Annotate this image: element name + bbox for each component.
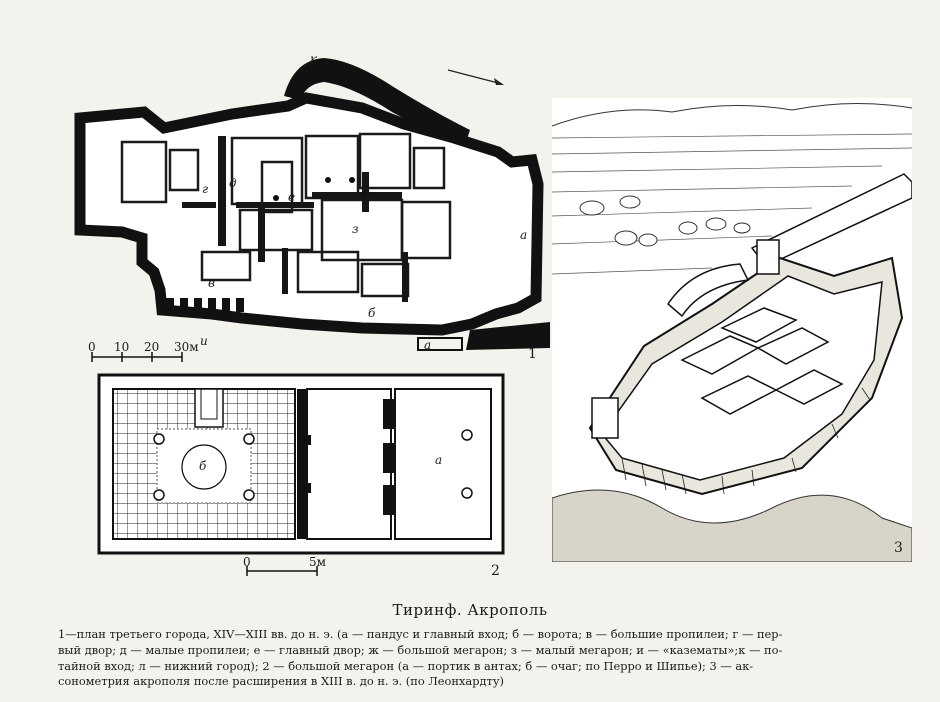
label-b-gate: б: [368, 306, 376, 320]
figure-1-number: 1: [528, 346, 537, 362]
rocky-ground: [552, 489, 912, 562]
north-arrow-head: [494, 78, 504, 85]
ramp-3d: [667, 263, 750, 318]
citadel-plan-drawing: [74, 58, 550, 362]
throne-niche-inner: [200, 388, 218, 420]
megaron-plan-drawing: [97, 373, 505, 576]
label-i-casemates: и: [200, 334, 208, 348]
figure-2-megaron-plan: б а 0 5м 2: [97, 373, 517, 583]
axonometric-drawing: [552, 98, 912, 562]
prodomos-room: [306, 388, 392, 540]
caption-title: Тиринф. Акрополь: [392, 601, 548, 619]
label-g-first-court: г: [202, 182, 209, 196]
hall-east-wall: [297, 389, 307, 539]
scale-tick-20: 20: [144, 340, 160, 354]
label-a-entrance: а: [424, 338, 432, 352]
north-arrow-line: [447, 69, 503, 85]
label-z-small-megaron: з: [352, 222, 359, 236]
scale-tick-10: 10: [114, 340, 130, 354]
citadel-top-platform: [601, 275, 883, 481]
scale-bar-2: [246, 566, 318, 576]
portico-in-antis: [394, 388, 492, 540]
hearth-circle: [181, 444, 227, 490]
scale-tick-30m: 30м: [174, 340, 199, 354]
label-e-main-court: е: [288, 190, 296, 204]
courtyard-columns: [273, 177, 367, 201]
mountain-ridge: [552, 102, 912, 127]
label-b-hearth: б: [199, 459, 207, 473]
caption-line: вый двор; д — малые пропилеи; е — главны…: [58, 642, 783, 657]
caption-line: тайной вход; л — нижний город); 2 — боль…: [58, 658, 754, 673]
wall-hatching: [621, 387, 871, 495]
throne-niche: [194, 388, 224, 428]
figure-3-axonometry: 3: [552, 98, 912, 562]
scale2-tick-0: 0: [243, 555, 251, 569]
caption-line: сонометрия акрополя после расширения в X…: [58, 674, 504, 689]
towers: [591, 239, 780, 439]
scale2-tick-5m: 5м: [309, 555, 326, 569]
portico-column-1: [461, 429, 473, 441]
label-d-small-propylaea: д: [229, 176, 237, 190]
figure-1-plan: г д е з в б а к и а 0 10 20 30м 1: [62, 52, 550, 372]
portico-column-2: [461, 487, 473, 499]
outer-citadel-wall: [74, 92, 544, 336]
caption-body: 1—план третьего города, XIV—XIII вв. до …: [58, 627, 900, 690]
ramp-main-entrance: [417, 337, 463, 351]
label-k-postern: к: [310, 52, 318, 66]
megaron-columns: [153, 433, 255, 501]
label-v-great-propylaea: в: [208, 276, 215, 290]
scale-tick-0: 0: [88, 340, 96, 354]
door-jambs: [297, 399, 395, 515]
trees: [579, 195, 751, 247]
casemate-galleries: [166, 298, 244, 312]
label-a-ramp: а: [520, 228, 528, 242]
figure-2-number: 2: [491, 563, 500, 579]
caption-line: 1—план третьего города, XIV—XIII вв. до …: [58, 627, 783, 641]
label-a-portico: а: [435, 453, 443, 467]
palace-blocks: [680, 307, 844, 415]
scale-bar-1: [91, 352, 183, 362]
figure-3-number: 3: [894, 540, 903, 556]
lower-town-wall: [466, 322, 550, 350]
plain-hatching: [552, 133, 912, 275]
